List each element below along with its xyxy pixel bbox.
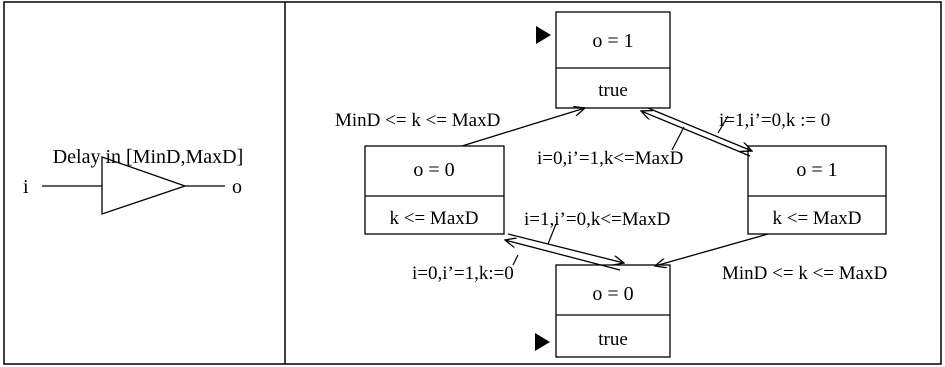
state-left-invariant: k <= MaxD (390, 208, 479, 229)
edge-left-to-top (461, 108, 585, 147)
state-top-output: o = 1 (592, 30, 633, 52)
edge-top-to-right (647, 107, 752, 151)
initial-marker-icon (536, 26, 551, 44)
component-title: Delay in [MinD,MaxD] (53, 146, 244, 168)
label-right-to-top: i=0,i’=1,k<=MaxD (537, 148, 683, 169)
state-right-box (747, 145, 887, 235)
state-top-invariant: true (598, 80, 628, 101)
edge-right-to-top (641, 111, 751, 157)
state-top: o = 1 true (536, 11, 671, 109)
label-right-to-bottom: MinD <= k <= MaxD (722, 263, 887, 284)
state-bottom-invariant: true (598, 329, 628, 350)
edge-left-to-bottom (507, 233, 624, 263)
state-top-box (555, 11, 671, 109)
input-label: i (23, 176, 29, 198)
initial-marker-icon (535, 333, 550, 351)
figure-frame (3, 1, 942, 365)
state-left: o = 0 k <= MaxD (364, 145, 505, 235)
delay-component: Delay in [MinD,MaxD] i o (23, 146, 244, 215)
state-left-output: o = 0 (413, 159, 454, 181)
edge-right-to-bottom (655, 233, 769, 266)
state-bottom-output: o = 0 (592, 283, 633, 305)
label-bottom-to-left: i=0,i’=1,k:=0 (412, 263, 514, 284)
leader-right-to-top (671, 126, 685, 151)
state-left-box (364, 145, 505, 235)
state-right: o = 1 k <= MaxD (747, 145, 887, 235)
leader-bottom-to-left (512, 254, 519, 266)
leader-left-to-bottom (547, 223, 557, 245)
edge-bottom-to-left (505, 240, 621, 271)
state-right-output: o = 1 (796, 159, 837, 181)
label-left-to-top: MinD <= k <= MaxD (335, 110, 500, 131)
label-left-to-bottom: i=1,i’=0,k<=MaxD (524, 209, 670, 230)
state-right-invariant: k <= MaxD (773, 208, 862, 229)
state-bottom: o = 0 true (535, 264, 671, 358)
state-bottom-box (555, 264, 671, 358)
delay-buffer-symbol (101, 156, 188, 215)
leader-top-to-right (717, 115, 729, 134)
output-label: o (232, 176, 242, 198)
label-top-to-right: i=1,i’=0,k := 0 (719, 110, 830, 131)
